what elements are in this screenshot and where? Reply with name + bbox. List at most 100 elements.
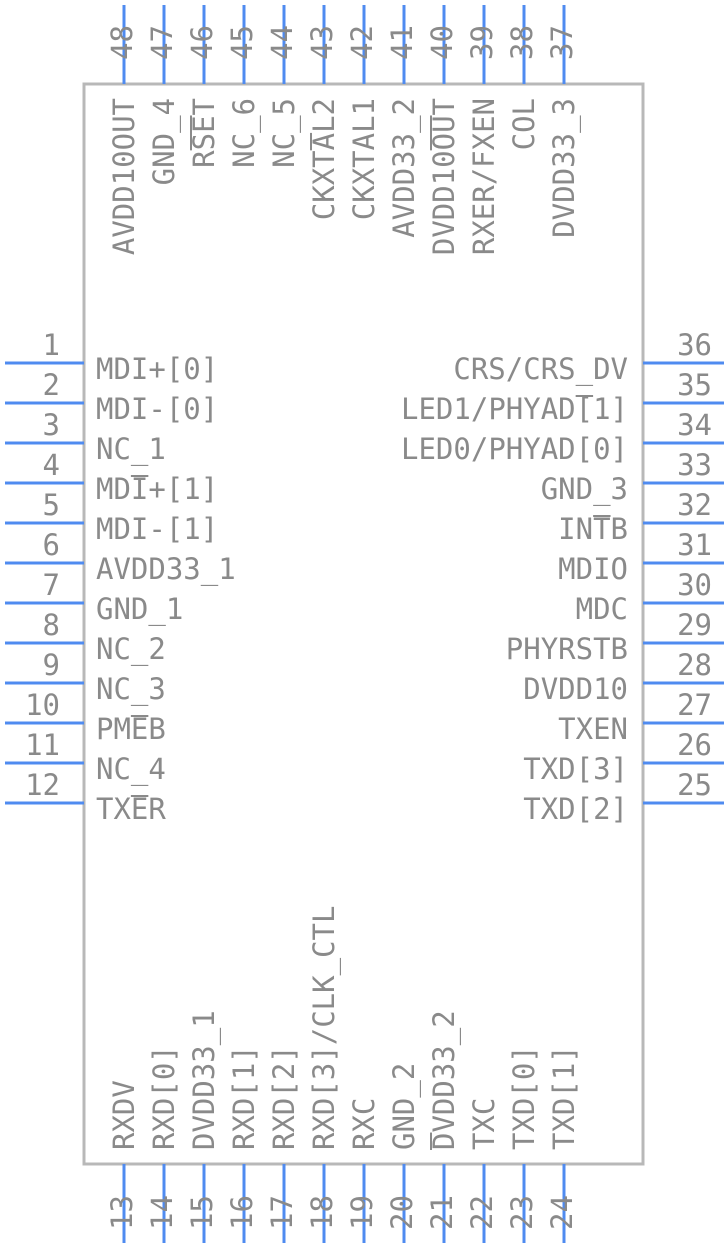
pin-label: RXD[0] — [147, 1045, 181, 1150]
pin-label-group: DVDD33_3 — [547, 98, 582, 238]
pin-number-group: 23 — [505, 1195, 539, 1230]
pin-label-group: CKXTAL1 — [347, 98, 381, 220]
pin-label: TXER — [96, 792, 166, 826]
pin-number-group: 18 — [305, 1195, 339, 1230]
pin-number: 27 — [677, 688, 712, 722]
pin-number: 40 — [425, 25, 459, 60]
pin-label: RXDV — [107, 1080, 141, 1150]
pin-label-group: CKXTAL2 — [307, 98, 341, 220]
pin-label-group: NC_6 — [227, 98, 262, 168]
pin-label-group: RXD[3]/CLK_CTL — [307, 906, 342, 1150]
pin-number-group: 37 — [545, 25, 579, 60]
pin-label: PHYRSTB — [506, 632, 628, 666]
pin-number: 34 — [677, 408, 712, 442]
pin-label: COL — [507, 98, 541, 150]
pin-number: 42 — [345, 25, 379, 60]
pin-label-group: RXDV — [107, 1080, 141, 1150]
pin-label: PMEB — [96, 712, 166, 746]
pin-label: RXC — [347, 1098, 381, 1150]
pin-number: 48 — [105, 25, 139, 60]
pin-label: TXC — [467, 1098, 501, 1150]
pin-label-group: RSET — [187, 98, 221, 168]
pin-number: 8 — [43, 608, 60, 642]
pin-label: DVDD33_3 — [547, 98, 582, 238]
pin-label: TXD[3] — [523, 752, 628, 786]
pin-number: 44 — [265, 25, 299, 60]
pin-number: 15 — [185, 1195, 219, 1230]
pin-number: 19 — [345, 1195, 379, 1230]
pin-label: TXD[0] — [507, 1045, 541, 1150]
pin-number-group: 40 — [425, 25, 459, 60]
pin-label-group: RXC — [347, 1098, 381, 1150]
pin-number-group: 16 — [225, 1195, 259, 1230]
pin-label-group: GND_2 — [387, 1063, 422, 1150]
pin-label: NC_5 — [267, 98, 302, 168]
pin-label: RXD[2] — [267, 1045, 301, 1150]
pin-number-group: 14 — [145, 1195, 179, 1230]
pin-label: NC_1 — [96, 432, 166, 467]
pin-label: TXD[2] — [523, 792, 628, 826]
pin-label: NC_4 — [96, 752, 166, 787]
pin-number: 25 — [677, 768, 712, 802]
pin-number: 18 — [305, 1195, 339, 1230]
pin-label: DVDD33_2 — [427, 1010, 462, 1150]
pin-number: 20 — [385, 1195, 419, 1230]
pin-label-group: RXD[2] — [267, 1045, 301, 1150]
pin-number: 37 — [545, 25, 579, 60]
pin-number: 29 — [677, 608, 712, 642]
pin-number: 6 — [43, 528, 60, 562]
pins-layer: 1MDI+[0]2MDI-[0]3NC_14MDI+[1]5MDI-[1]6AV… — [5, 5, 724, 1243]
pin-number-group: 22 — [465, 1195, 499, 1230]
pin-number: 5 — [43, 488, 60, 522]
pin-label-group: TXC — [467, 1098, 501, 1150]
pin-number: 32 — [677, 488, 712, 522]
pin-label: NC_3 — [96, 672, 166, 707]
pin-label-group: AVDD33_2 — [387, 98, 422, 238]
pin-number: 16 — [225, 1195, 259, 1230]
pin-label: MDIO — [558, 552, 628, 586]
pin-label: MDC — [576, 592, 628, 626]
pin-label: MDI-[1] — [96, 512, 218, 546]
pin-number: 26 — [677, 728, 712, 762]
pin-label-group: RXD[0] — [147, 1045, 181, 1150]
pin-number: 46 — [185, 25, 219, 60]
pin-label: MDI+[0] — [96, 352, 218, 386]
pin-number-group: 21 — [425, 1195, 459, 1230]
pin-number-group: 44 — [265, 25, 299, 60]
pin-number-group: 42 — [345, 25, 379, 60]
pin-number: 11 — [25, 728, 60, 762]
pin-label: MDI-[0] — [96, 392, 218, 426]
pin-label: GND_1 — [96, 592, 183, 627]
pin-number-group: 46 — [185, 25, 219, 60]
pin-label: INTB — [558, 512, 628, 546]
pin-number: 13 — [105, 1195, 139, 1230]
pin-number-group: 48 — [105, 25, 139, 60]
pin-label-group: DVDD33_2 — [427, 1010, 462, 1150]
pin-label: RXD[3]/CLK_CTL — [307, 906, 342, 1150]
pin-number: 41 — [385, 25, 419, 60]
pin-number: 1 — [43, 328, 60, 362]
pin-number: 12 — [25, 768, 60, 802]
pin-label-group: RXD[1] — [227, 1045, 261, 1150]
pin-label: LED0/PHYAD[0] — [401, 432, 628, 466]
pin-label: MDI+[1] — [96, 472, 218, 506]
pin-label: CKXTAL2 — [307, 98, 341, 220]
pin-label-group: RXER/FXEN — [467, 98, 501, 255]
pin-number: 17 — [265, 1195, 299, 1230]
pin-number-group: 43 — [305, 25, 339, 60]
pin-label: DVDD10OUT — [427, 98, 461, 255]
pin-label-group: NC_5 — [267, 98, 302, 168]
pin-number: 45 — [225, 25, 259, 60]
pin-label: AVDD33_2 — [387, 98, 422, 238]
pin-number: 4 — [43, 448, 60, 482]
pin-label: NC_6 — [227, 98, 262, 168]
pin-number: 22 — [465, 1195, 499, 1230]
pin-number-group: 24 — [545, 1195, 579, 1230]
pin-number-group: 15 — [185, 1195, 219, 1230]
pin-number: 23 — [505, 1195, 539, 1230]
pin-number: 24 — [545, 1195, 579, 1230]
pin-label: TXEN — [558, 712, 628, 746]
pin-label: GND_4 — [147, 98, 182, 185]
pin-number: 3 — [43, 408, 60, 442]
